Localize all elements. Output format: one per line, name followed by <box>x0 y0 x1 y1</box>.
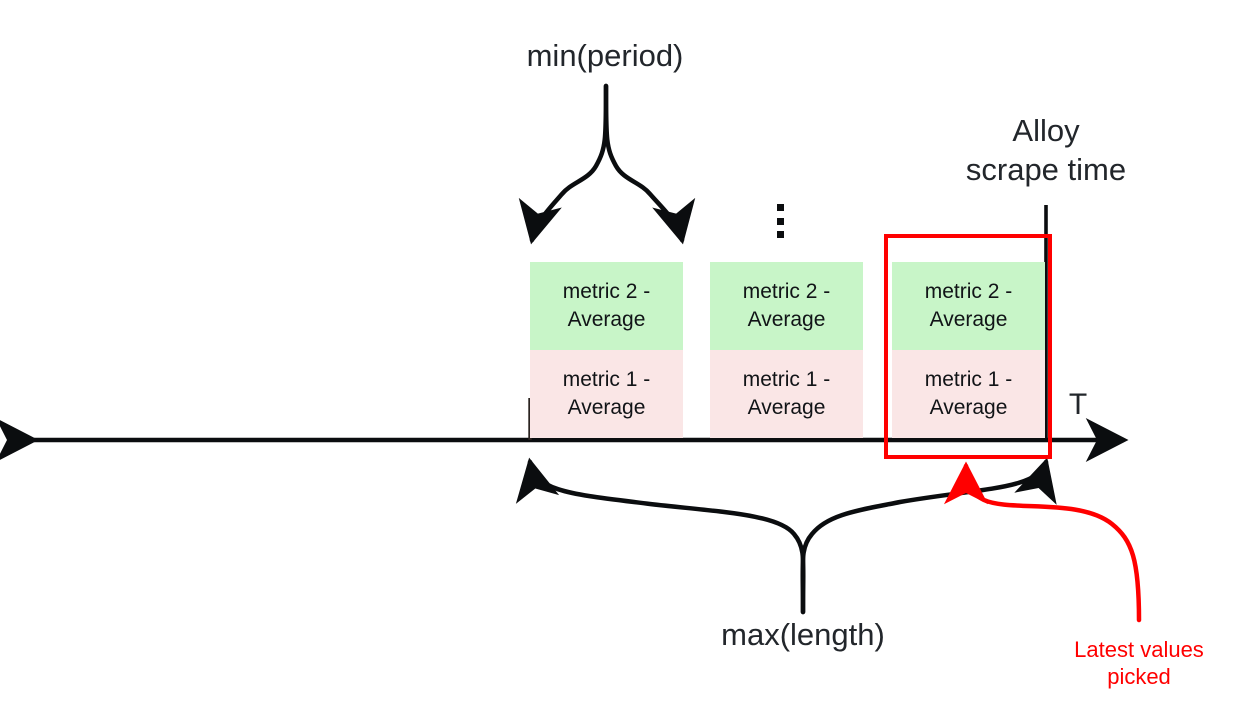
metric2-label-line1: metric 2 - <box>562 280 651 304</box>
max-length-brace <box>515 457 1057 615</box>
metric2-block-sample-2: metric 2 - Average <box>710 262 863 350</box>
metric1-block-sample-1: metric 1 - Average <box>530 350 683 438</box>
metric1-block-sample-3: metric 1 - Average <box>892 350 1045 438</box>
metric1-label-line1: metric 1 - <box>562 368 651 392</box>
min-period-brace <box>518 83 696 245</box>
metric2-label-line2: Average <box>929 308 1008 331</box>
latest-values-highlight-box <box>884 234 1052 459</box>
latest-values-callout-arrow <box>943 461 1142 623</box>
metric2-label-line2: Average <box>747 308 826 331</box>
metric1-label-line2: Average <box>567 396 646 419</box>
metric2-block-sample-1: metric 2 - Average <box>530 262 683 350</box>
metric2-label-line1: metric 2 - <box>924 280 1013 304</box>
metric1-label-line2: Average <box>747 396 826 419</box>
metric2-block-sample-3: metric 2 - Average <box>892 262 1045 350</box>
metric1-block-sample-2: metric 1 - Average <box>710 350 863 438</box>
metric1-label-line1: metric 1 - <box>742 368 831 392</box>
metric2-label-line2: Average <box>567 308 646 331</box>
metric2-label-line1: metric 2 - <box>742 280 831 304</box>
vertical-ellipsis-icon <box>777 204 784 238</box>
metric1-label-line2: Average <box>929 396 1008 419</box>
metric1-label-line1: metric 1 - <box>924 368 1013 392</box>
